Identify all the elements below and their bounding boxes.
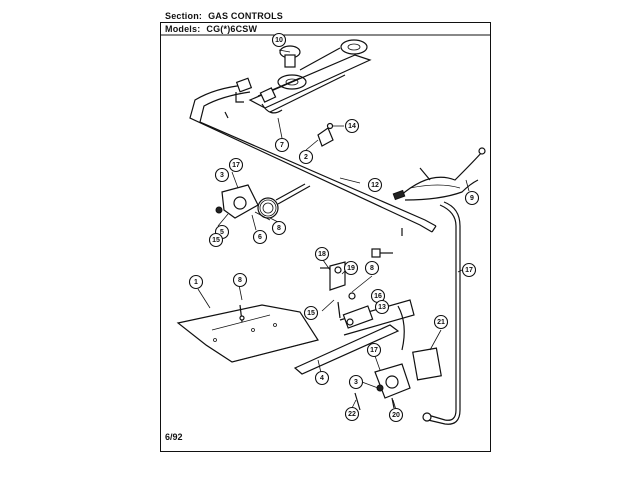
callout-number: 3	[220, 172, 224, 179]
models-label: Models:	[165, 24, 201, 34]
bracket-part	[317, 122, 344, 147]
callout-number: 5	[220, 229, 224, 236]
callout-number: 4	[320, 375, 324, 382]
callout-number: 9	[470, 195, 474, 202]
callout-number: 22	[348, 411, 356, 418]
callout-8: 8	[271, 220, 287, 236]
lower-valve-assembly	[293, 248, 442, 411]
section-value: GAS CONTROLS	[208, 11, 284, 21]
callout-number: 14	[348, 123, 356, 130]
manifold-tube	[189, 77, 437, 236]
callout-20: 20	[388, 407, 404, 423]
callout-number: 13	[378, 304, 386, 311]
callout-number: 18	[318, 251, 326, 258]
callout-number: 15	[307, 310, 315, 317]
thermocouple	[392, 147, 486, 201]
callout-19: 19	[343, 260, 359, 276]
callout-number: 8	[238, 277, 242, 284]
callout-number: 8	[277, 225, 281, 232]
callout-number: 6	[258, 234, 262, 241]
callout-4: 4	[314, 370, 330, 386]
callout-22: 22	[344, 406, 360, 422]
models-value: CG(*)6CSW	[206, 24, 258, 34]
callout-15: 15	[303, 305, 319, 321]
burner-shield	[176, 304, 319, 363]
callout-3: 3	[348, 374, 364, 390]
callout-number: 12	[371, 182, 379, 189]
callout-number: 10	[275, 37, 283, 44]
callout-number: 19	[347, 265, 355, 272]
callout-17: 17	[461, 262, 477, 278]
section-header: Section: GAS CONTROLS	[165, 11, 283, 21]
callout-8: 8	[364, 260, 380, 276]
callout-number: 7	[280, 142, 284, 149]
callout-21: 21	[433, 314, 449, 330]
callout-number: 15	[212, 237, 220, 244]
callout-15: 15	[208, 232, 224, 248]
callout-number: 17	[370, 347, 378, 354]
callout-1: 1	[188, 274, 204, 290]
callout-10: 10	[271, 32, 287, 48]
callout-8: 8	[232, 272, 248, 288]
callout-number: 2	[304, 154, 308, 161]
callout-17: 17	[366, 342, 382, 358]
callout-6: 6	[252, 229, 268, 245]
callout-13: 13	[374, 299, 390, 315]
callout-number: 17	[465, 267, 473, 274]
callout-number: 8	[370, 265, 374, 272]
callout-17: 17	[228, 157, 244, 173]
gas-line-tube	[422, 201, 461, 425]
diagram-frame	[160, 22, 491, 452]
callout-3: 3	[214, 167, 230, 183]
callout-12: 12	[367, 177, 383, 193]
callout-number: 17	[232, 162, 240, 169]
callout-14: 14	[344, 118, 360, 134]
callout-number: 16	[374, 293, 382, 300]
models-header: Models: CG(*)6CSW	[165, 24, 257, 34]
callout-18: 18	[314, 246, 330, 262]
burner-assembly	[248, 39, 372, 114]
revision-date: 6/92	[165, 432, 183, 442]
section-label: Section:	[165, 11, 203, 21]
callout-number: 3	[354, 379, 358, 386]
callout-number: 21	[437, 319, 445, 326]
callout-number: 1	[194, 279, 198, 286]
gas-valve-upper	[215, 183, 311, 221]
callout-2: 2	[298, 149, 314, 165]
callout-7: 7	[274, 137, 290, 153]
callout-9: 9	[464, 190, 480, 206]
callout-number: 20	[392, 412, 400, 419]
